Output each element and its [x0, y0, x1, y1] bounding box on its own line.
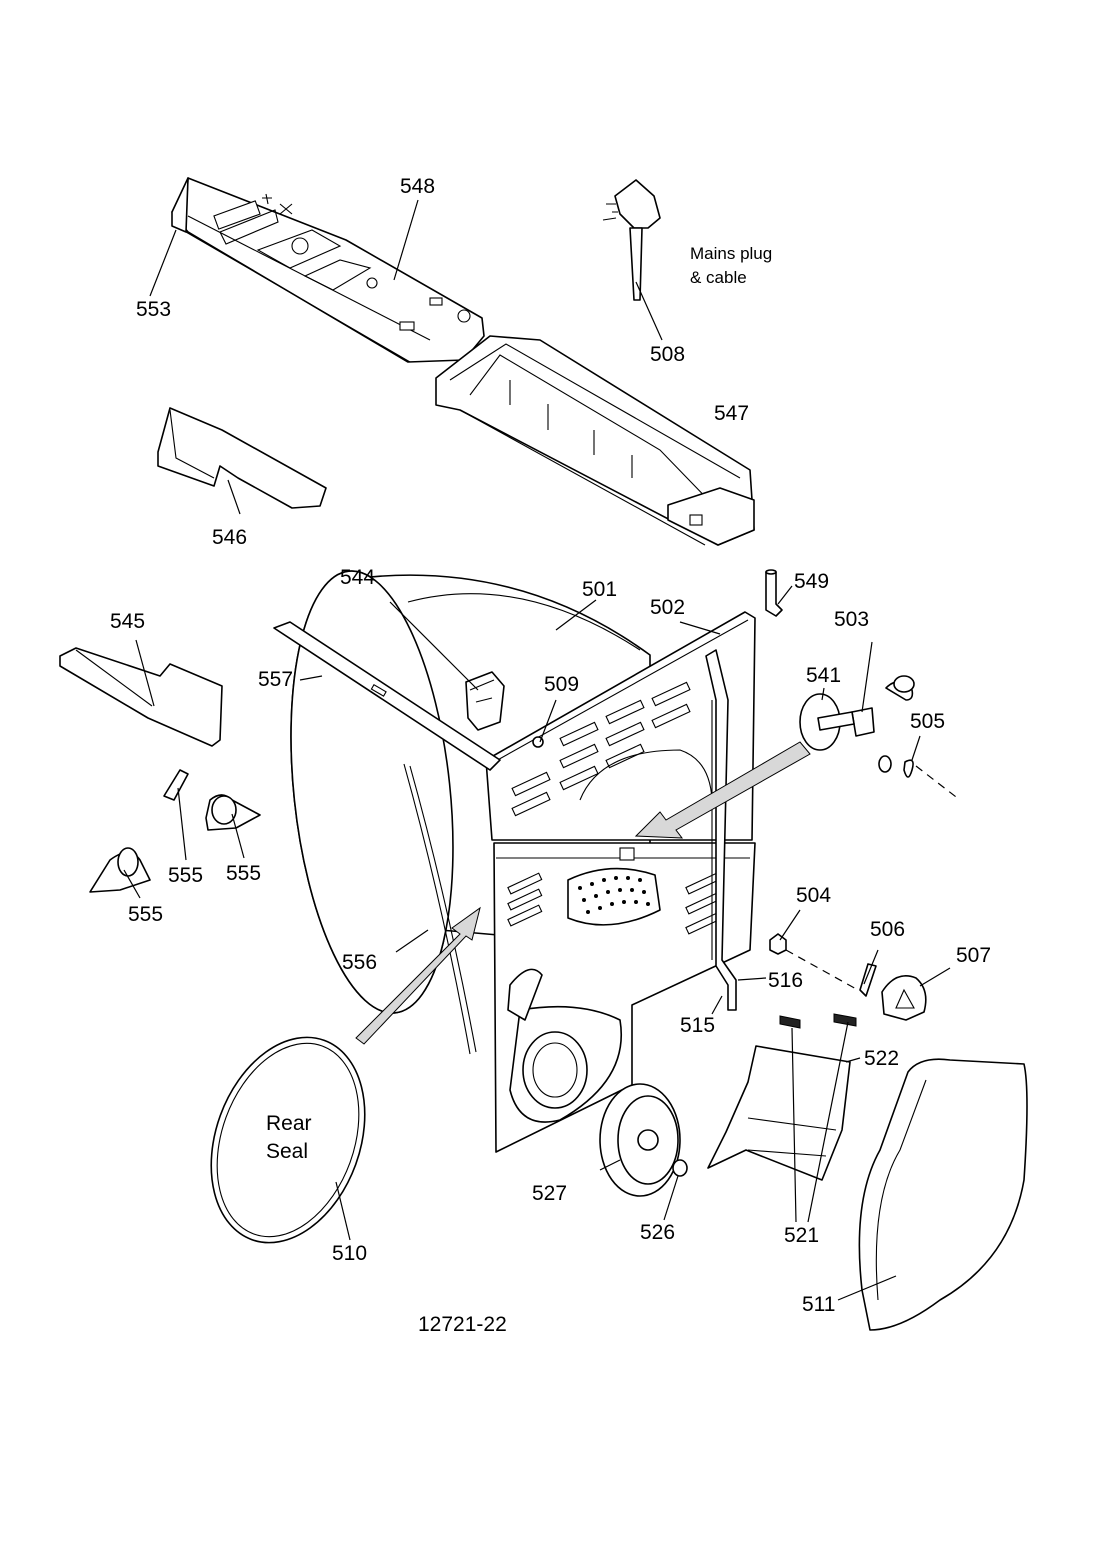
label-516: 516	[768, 969, 803, 992]
label-503: 503	[834, 608, 869, 631]
part-516-hose	[705, 649, 737, 1011]
label-547: 547	[714, 402, 749, 425]
label-548: 548	[400, 175, 435, 198]
label-545: 545	[110, 610, 145, 633]
label-506: 506	[870, 918, 905, 941]
label-546: 546	[212, 526, 247, 549]
part-544-switch	[465, 671, 505, 731]
label-549: 549	[794, 570, 829, 593]
label-510: 510	[332, 1242, 367, 1265]
label-553: 553	[136, 298, 171, 321]
part-549-tube	[765, 569, 783, 617]
part-557-rod	[273, 621, 501, 771]
label-505: 505	[910, 710, 945, 733]
label-555b: 555	[226, 862, 261, 885]
seal-label-line1: Rear	[266, 1112, 312, 1135]
part-507-cover	[881, 975, 927, 1021]
part-548-control-panel	[171, 177, 485, 363]
label-509: 509	[544, 673, 579, 696]
part-502-rear-panel	[485, 611, 756, 1153]
part-546-trim	[157, 407, 327, 509]
note-mains-line1: Mains plug	[690, 244, 772, 263]
label-526: 526	[640, 1221, 675, 1244]
label-515: 515	[680, 1014, 715, 1037]
label-507: 507	[956, 944, 991, 967]
label-555a: 555	[168, 864, 203, 887]
part-511-duct-cover	[858, 1058, 1028, 1331]
part-541-bearing-plate	[799, 693, 855, 751]
part-556-strip	[403, 763, 477, 1055]
label-556: 556	[342, 951, 377, 974]
label-508: 508	[650, 343, 685, 366]
part-522-bracket	[707, 1013, 857, 1181]
label-501: 501	[582, 578, 617, 601]
upper-vent-slots	[511, 681, 691, 817]
diagram-id: 12721-22	[418, 1313, 507, 1336]
part-503-bracket	[851, 675, 915, 737]
part-526-cap	[672, 1159, 688, 1177]
part-508-mains-plug	[602, 179, 661, 301]
label-502: 502	[650, 596, 685, 619]
part-545-panel	[59, 647, 223, 747]
part-527-fan-wheel	[599, 1083, 681, 1197]
label-521: 521	[784, 1224, 819, 1247]
part-505-clip	[878, 755, 914, 778]
label-527: 527	[532, 1182, 567, 1205]
part-510-rear-seal	[210, 1036, 366, 1244]
assembly-arrows	[355, 741, 811, 1045]
label-541: 541	[806, 664, 841, 687]
leader-lines	[123, 199, 951, 1301]
part-555-feet	[89, 769, 261, 893]
label-557: 557	[258, 668, 293, 691]
part-547-electronic-module	[435, 335, 755, 546]
label-555c: 555	[128, 903, 163, 926]
note-mains-line2: & cable	[690, 268, 747, 287]
axis-dashes	[785, 765, 961, 991]
label-504: 504	[796, 884, 831, 907]
label-544: 544	[340, 566, 375, 589]
seal-label-line2: Seal	[266, 1140, 308, 1163]
callout-labels: 548 553 508 547 546 544 501 549 545 502 …	[110, 175, 991, 1316]
part-504-nut	[769, 933, 787, 955]
label-522: 522	[864, 1047, 899, 1070]
label-511: 511	[802, 1293, 835, 1316]
part-506-bracket	[859, 963, 877, 997]
